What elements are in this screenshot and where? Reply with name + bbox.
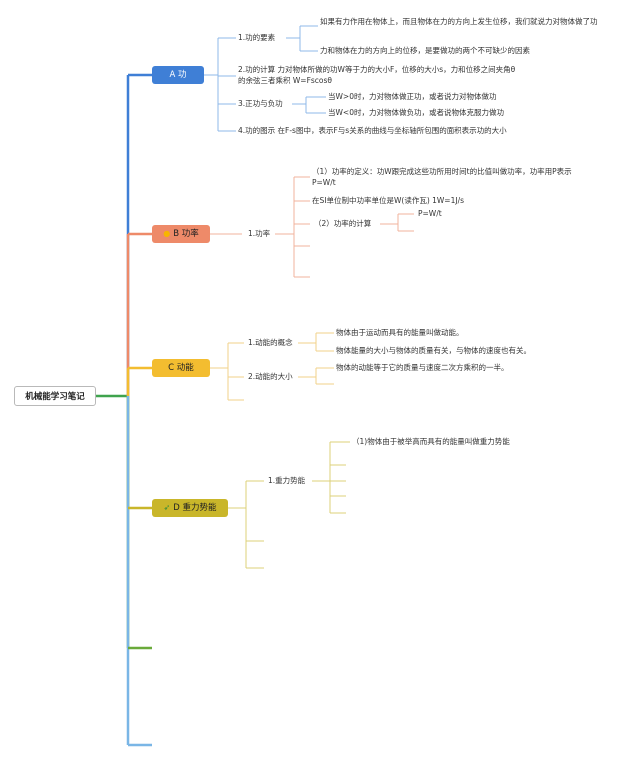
d-gravity-child-1[interactable]: （1)物体由于被举高而具有的能量叫做重力势能: [352, 437, 510, 446]
branch-d-node[interactable]: ➶D 重力势能: [152, 499, 228, 517]
root-node[interactable]: 机械能学习笔记: [14, 386, 96, 406]
b-power-formula[interactable]: P=W/t: [418, 209, 442, 218]
branch-c-node[interactable]: C 动能: [152, 359, 210, 377]
a-elements-node[interactable]: 1.功的要素: [238, 33, 276, 42]
branch-b-node[interactable]: ●B 功率: [152, 225, 210, 243]
branch-b-label: B 功率: [173, 229, 199, 239]
branch-a-node[interactable]: A 功: [152, 66, 204, 84]
c-magnitude-node[interactable]: 2.动能的大小: [248, 372, 293, 381]
sun-icon: ●: [163, 229, 171, 238]
branch-b-lines: [210, 176, 414, 278]
a-graph-node[interactable]: 4.功的图示 在F-s图中，表示F与s关系的曲线与坐标轴所包围的面积表示功的大小: [238, 126, 507, 135]
b-power-calc-node[interactable]: （2）功率的计算: [314, 219, 372, 228]
branch-c-label: C 动能: [168, 363, 194, 373]
a-elements-child-2[interactable]: 力和物体在力的方向上的位移，是要做功的两个不可缺少的因素: [320, 46, 530, 55]
branch-d-label: D 重力势能: [173, 503, 217, 513]
a-sign-child-2[interactable]: 当W<0时，力对物体做负功，或者说物体克服力做功: [328, 108, 504, 117]
c-concept-child-2[interactable]: 物体能量的大小与物体的质量有关，与物体的速度也有关。: [336, 346, 531, 355]
c-magnitude-child-1[interactable]: 物体的动能等于它的质量与速度二次方乘积的一半。: [336, 363, 509, 372]
leaf-icon: ➶: [163, 503, 171, 512]
b-power-unit[interactable]: 在SI单位制中功率单位是W(读作瓦) 1W=1J/s: [312, 196, 465, 205]
a-sign-child-1[interactable]: 当W>0时，力对物体做正功，或者说力对物体做功: [328, 92, 497, 101]
a-calc-node[interactable]: 2.功的计算 力对物体所做的功W等于力的大小F，位移的大小s，力和位移之间夹角θ…: [238, 65, 516, 85]
branch-d-lines: [228, 441, 350, 569]
b-power-definition[interactable]: （1）功率的定义：功W跟完成这些功所用时间t的比值叫做功率，功率用P表示 P=W…: [312, 167, 572, 187]
branch-a-label: A 功: [169, 70, 187, 80]
c-concept-child-1[interactable]: 物体由于运动而具有的能量叫做动能。: [336, 328, 464, 337]
b-power-node[interactable]: 1.功率: [248, 229, 271, 238]
a-elements-child-1[interactable]: 如果有力作用在物体上，而且物体在力的方向上发生位移，我们就说力对物体做了功: [320, 17, 598, 26]
branch-c-lines: [210, 332, 334, 401]
branch-a-lines: [204, 25, 326, 132]
d-gravity-node[interactable]: 1.重力势能: [268, 476, 306, 485]
a-sign-node[interactable]: 3.正功与负功: [238, 99, 283, 108]
c-concept-node[interactable]: 1.动能的概念: [248, 338, 293, 347]
